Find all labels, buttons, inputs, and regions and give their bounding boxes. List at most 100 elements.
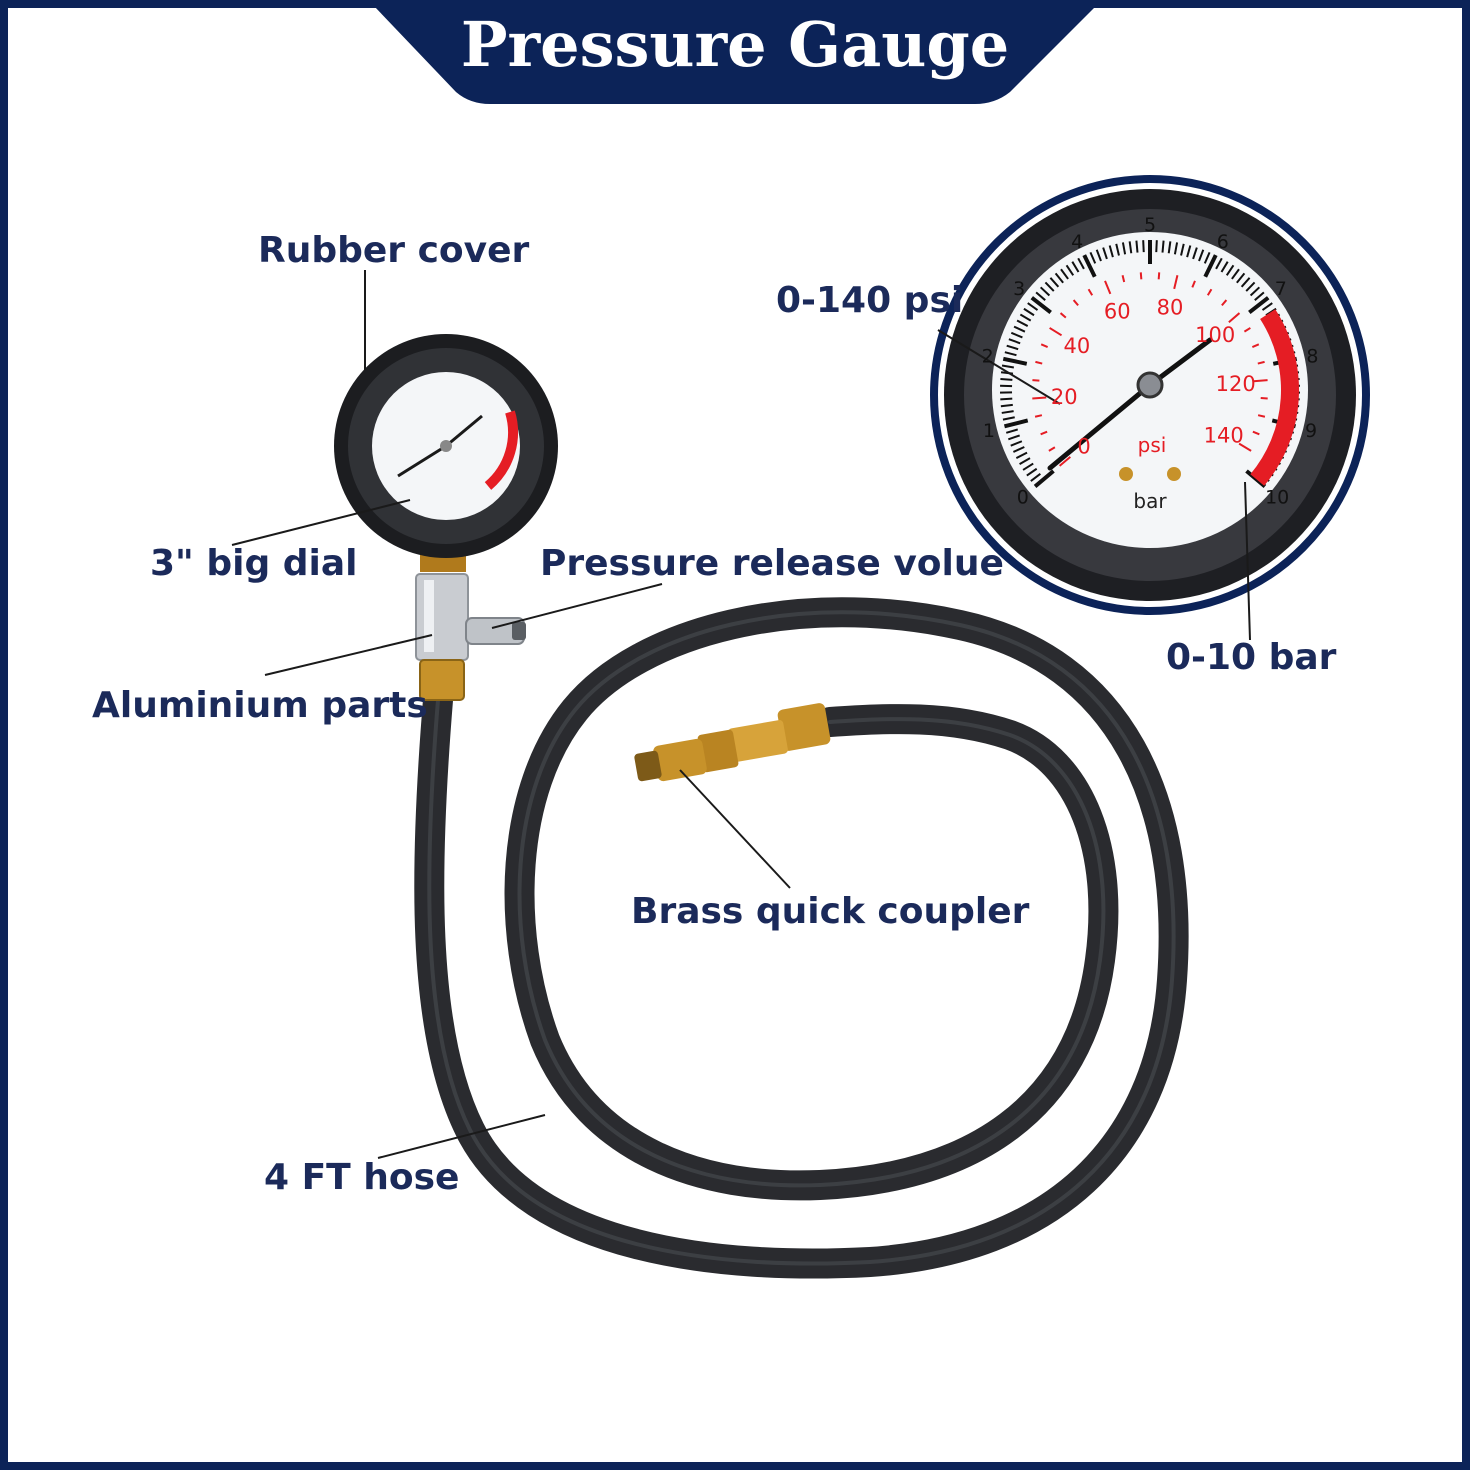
bar-minor-tick — [1155, 240, 1158, 253]
bar-minor-tick — [1004, 351, 1017, 357]
bar-minor-tick — [1215, 257, 1223, 270]
bar-minor-tick — [1000, 397, 1013, 401]
bar-minor-tick — [1225, 264, 1235, 276]
callout-psi-range: 0-140 psi — [776, 280, 964, 321]
callout-leader-lines — [231, 270, 1251, 1159]
bar-minor-tick — [1180, 243, 1185, 256]
psi-unit-label: psi — [1138, 433, 1167, 457]
callout-hose: 4 FT hose — [264, 1157, 460, 1198]
bar-minor-tick — [1108, 245, 1114, 258]
callout-pressure-release: Pressure release volue — [540, 543, 1004, 584]
psi-tick — [1139, 272, 1143, 280]
bar-minor-tick — [1236, 272, 1246, 284]
bar-major-tick — [1002, 356, 1028, 366]
bar-minor-tick — [1002, 416, 1015, 421]
bar-tick-label: 4 — [1071, 231, 1083, 253]
bar-tick-label: 9 — [1305, 420, 1317, 442]
psi-tick — [1221, 299, 1228, 307]
psi-tick — [1252, 430, 1260, 436]
bar-minor-tick — [1198, 249, 1205, 262]
bar-minor-tick — [1022, 462, 1034, 471]
bar-minor-tick — [1135, 240, 1139, 253]
bar-minor-tick — [1186, 245, 1192, 258]
bar-tick-label: 1 — [983, 420, 995, 442]
psi-tick — [1206, 288, 1213, 296]
psi-tick — [1059, 312, 1067, 319]
psi-tick — [1032, 396, 1047, 400]
bar-minor-tick — [1001, 410, 1014, 414]
psi-tick — [1048, 446, 1056, 452]
bar-minor-tick — [1008, 338, 1021, 345]
psi-tick — [1049, 327, 1063, 337]
callout-rubber-cover: Rubber cover — [258, 230, 530, 271]
bar-minor-tick — [1142, 240, 1145, 253]
psi-tick — [1243, 327, 1251, 333]
bar-minor-tick — [1060, 268, 1069, 280]
psi-tick — [1072, 299, 1079, 307]
bar-minor-tick — [1102, 247, 1108, 260]
bar-major-tick — [1033, 469, 1055, 488]
bar-tick-label: 7 — [1275, 278, 1287, 300]
psi-tick — [1228, 312, 1241, 323]
bar-minor-tick — [1095, 249, 1102, 262]
bar-minor-tick — [1019, 457, 1031, 465]
bar-tick-label: 3 — [1013, 278, 1025, 300]
bar-minor-tick — [1049, 277, 1060, 288]
bar-minor-tick — [1010, 440, 1023, 447]
bar-minor-tick — [1023, 307, 1035, 317]
bar-major-tick — [1248, 296, 1270, 315]
psi-tick-label: 20 — [1051, 385, 1078, 409]
psi-tick — [1253, 379, 1268, 383]
psi-tick — [1035, 360, 1043, 365]
bar-major-tick — [1082, 254, 1097, 278]
bar-minor-tick — [1000, 403, 1013, 408]
psi-tick — [1251, 343, 1260, 348]
bar-minor-tick — [1192, 247, 1198, 260]
psi-tick — [1032, 379, 1040, 382]
psi-tick-label: 120 — [1216, 372, 1256, 396]
psi-tick — [1191, 280, 1196, 288]
psi-tick-label: 100 — [1195, 323, 1235, 347]
bar-minor-tick — [1161, 240, 1165, 253]
psi-tick — [1104, 280, 1112, 295]
bar-minor-tick — [1027, 302, 1039, 311]
callout-bar-range: 0-10 bar — [1166, 637, 1337, 678]
psi-tick — [1040, 430, 1048, 436]
bar-minor-tick — [1000, 378, 1013, 381]
bar-minor-tick — [1245, 281, 1256, 292]
bar-minor-tick — [1254, 291, 1265, 301]
psi-tick-label: 60 — [1104, 299, 1131, 323]
psi-tick — [1238, 442, 1252, 452]
bar-minor-tick — [1115, 243, 1120, 256]
bar-minor-tick — [1030, 473, 1041, 482]
bar-tick-label: 8 — [1306, 345, 1318, 367]
bar-minor-tick — [1005, 428, 1019, 434]
gauge-needle — [1047, 382, 1153, 471]
psi-tick — [1087, 288, 1094, 296]
bar-minor-tick — [1001, 364, 1015, 369]
bar-tick-label: 0 — [1017, 487, 1029, 509]
hose — [414, 597, 1189, 1279]
bar-minor-tick — [1249, 286, 1261, 297]
bar-minor-tick — [1016, 319, 1029, 327]
bar-tick-label: 10 — [1265, 487, 1289, 509]
psi-tick-label: 140 — [1204, 423, 1244, 447]
bar-minor-tick — [1240, 277, 1251, 288]
bar-minor-tick — [1019, 313, 1032, 322]
psi-tick-label: 0 — [1077, 434, 1090, 458]
callout-aluminium-parts: Aluminium parts — [92, 685, 428, 726]
bar-minor-tick — [1012, 446, 1025, 453]
bar-minor-tick — [1220, 261, 1229, 273]
bar-minor-tick — [1013, 325, 1026, 333]
psi-tick — [1173, 275, 1179, 290]
psi-tick — [1034, 414, 1043, 418]
title-banner — [374, 6, 1096, 104]
psi-tick-label: 40 — [1063, 334, 1090, 358]
callout-big-dial: 3" big dial — [150, 543, 358, 584]
bar-minor-tick — [1044, 281, 1055, 292]
small-gauge — [334, 334, 558, 558]
psi-tick — [1257, 414, 1266, 418]
bar-minor-tick — [1071, 261, 1080, 273]
